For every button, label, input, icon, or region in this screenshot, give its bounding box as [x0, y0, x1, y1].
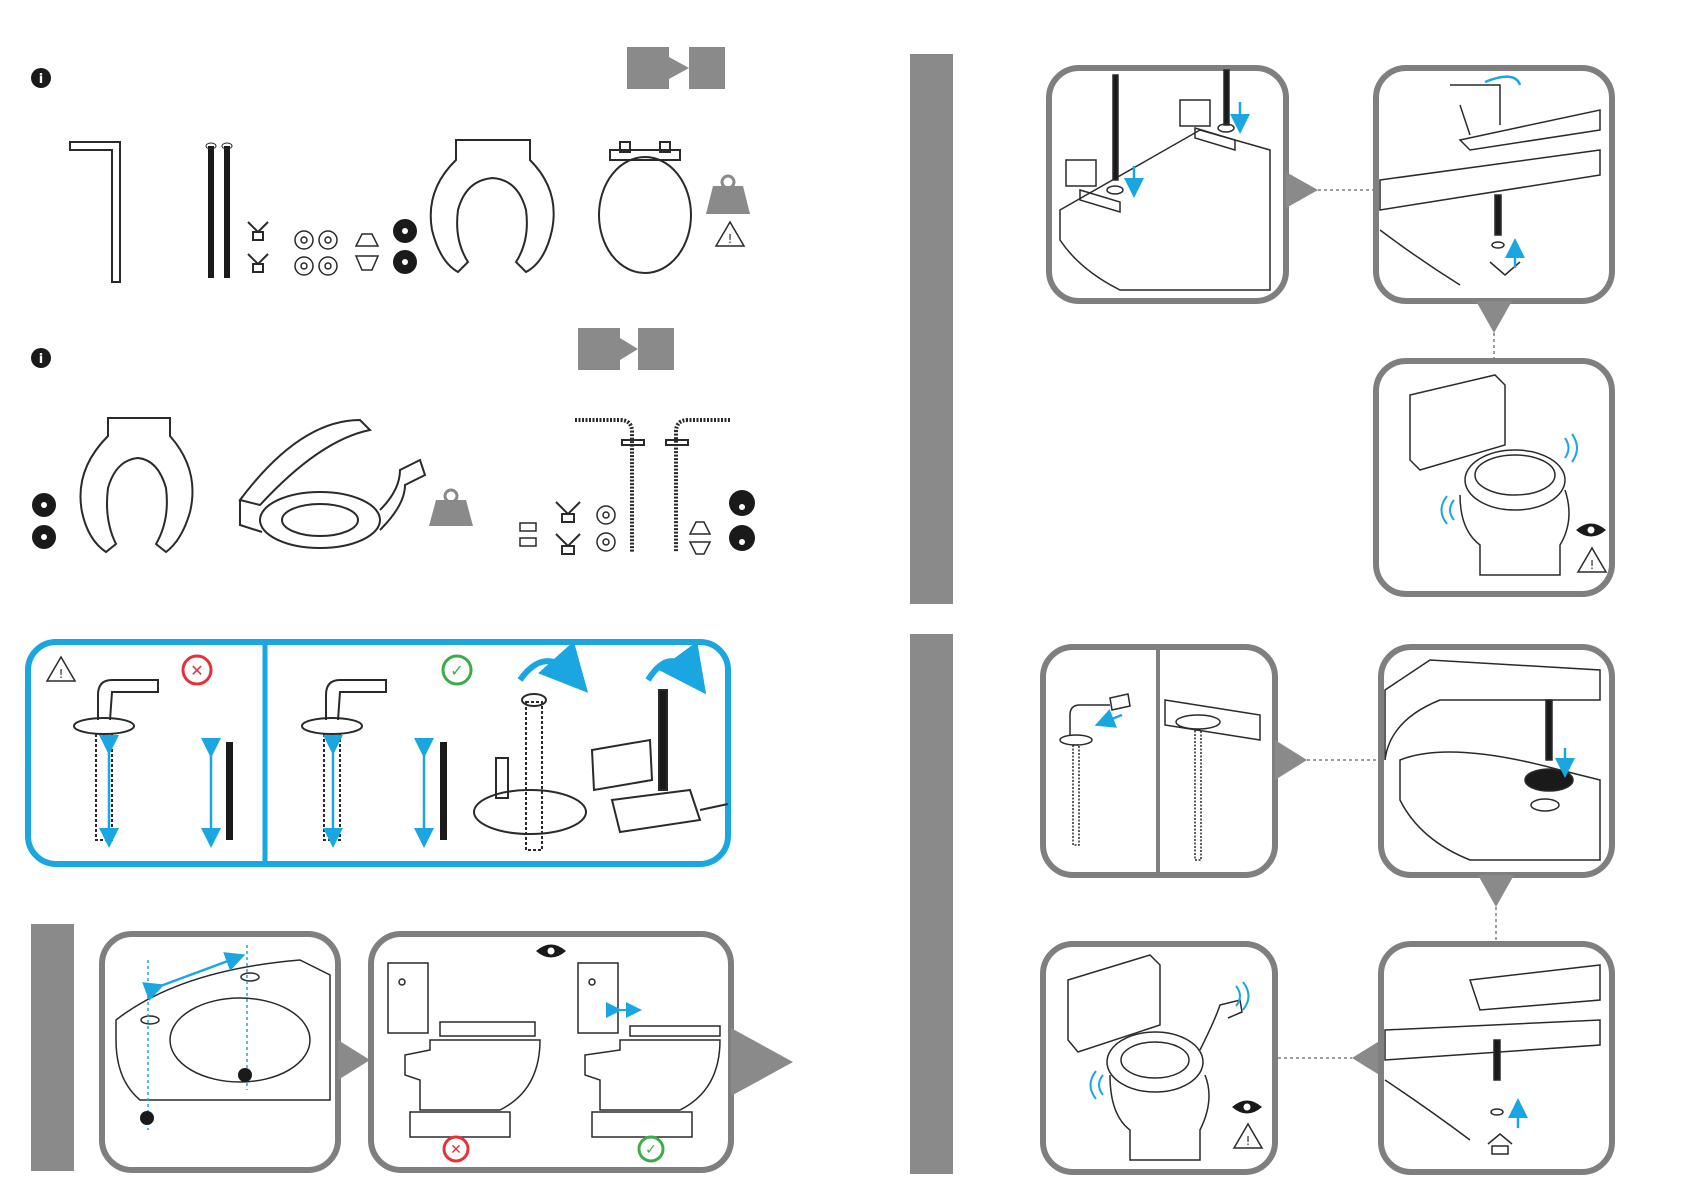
weight-icon — [706, 176, 750, 214]
kit-a-section: i — [31, 47, 750, 282]
allen-key-icon — [70, 142, 120, 282]
bolt-in-hinge-icon — [592, 690, 728, 832]
info-icon: i — [31, 348, 51, 368]
warning-glyph: ! — [728, 232, 733, 246]
bolt-icon — [440, 742, 447, 840]
play-arrow-icon — [1286, 172, 1318, 208]
rubber-washers-icon — [32, 493, 56, 549]
warning-triangle-icon: ! — [716, 222, 744, 246]
bolt-icon — [226, 742, 233, 840]
hinge-bolt-short-icon — [74, 680, 158, 840]
info-glyph: i — [39, 72, 43, 87]
warning-glyph: ! — [1590, 558, 1595, 572]
wing-nuts-icon — [556, 502, 580, 554]
warning-triangle-icon: ! — [47, 657, 75, 681]
closed-seat-with-lid-icon — [599, 142, 691, 273]
play-arrow-icon — [338, 1040, 370, 1080]
play-arrow-icon-left — [1352, 1040, 1381, 1076]
cross-circle-icon: ✕ — [183, 656, 211, 684]
open-front-seat-icon — [80, 418, 192, 552]
fit-size-icon — [627, 47, 725, 89]
install-step-b: ! — [910, 634, 1612, 1174]
hinge-bolt-icon — [302, 680, 386, 840]
cone-washers-icon — [356, 234, 378, 270]
play-arrow-icon — [1476, 301, 1512, 333]
check-circle-icon: ✓ — [443, 656, 471, 684]
cone-washers-icon — [690, 522, 710, 554]
warning-glyph: ! — [1246, 1134, 1251, 1148]
wrong-mark: ✕ — [190, 661, 203, 680]
fit-size-icon — [578, 328, 674, 370]
washers-icon — [295, 231, 337, 275]
weight-icon — [429, 490, 473, 526]
bolt-length-check-panel: ! ✕ ✓ — [28, 642, 728, 864]
info-glyph: i — [39, 352, 43, 367]
wrong-mark: ✕ — [450, 1142, 462, 1158]
info-icon: i — [31, 68, 51, 88]
right-mark: ✓ — [645, 1142, 657, 1158]
washers-icon — [597, 506, 615, 551]
raised-seat-with-arms-icon — [240, 420, 425, 548]
play-arrow-icon — [731, 1028, 793, 1096]
right-mark: ✓ — [450, 661, 463, 680]
hinge-bolts-icon — [575, 420, 730, 552]
bolt-in-base-icon — [474, 694, 586, 850]
kit-b-section: i — [31, 328, 755, 554]
open-front-seat-icon — [431, 140, 554, 272]
play-arrow-icon — [1275, 740, 1307, 780]
play-arrow-icon — [1478, 875, 1514, 907]
rotate-arrow-icon — [648, 661, 692, 680]
warning-glyph: ! — [59, 667, 64, 681]
wing-nuts-icon — [248, 222, 268, 272]
install-step-a: ! — [910, 54, 1612, 604]
rubber-washers-icon — [729, 490, 755, 551]
long-bolts-icon — [206, 143, 232, 278]
rubber-washers-icon — [393, 219, 417, 274]
small-caps-icon — [520, 523, 536, 546]
rotate-arrow-icon — [520, 661, 572, 680]
measure-step: ✕ ✓ — [31, 924, 793, 1171]
